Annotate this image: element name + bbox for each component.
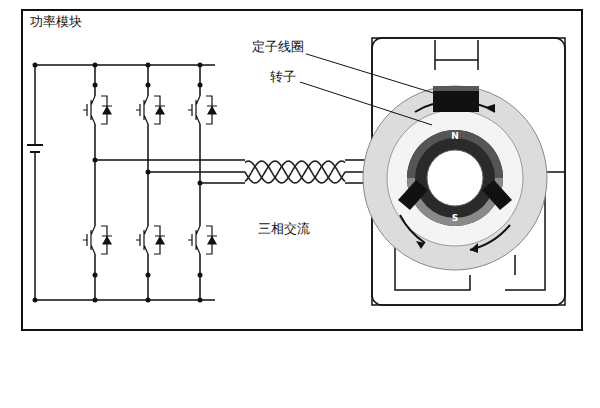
igbt-symbol [136, 96, 166, 124]
junction-dot [146, 83, 151, 88]
signal-label: 三相交流 [258, 222, 310, 236]
part-label: 定子线圈 [250, 40, 306, 54]
junction-dot [198, 181, 203, 186]
igbt-symbol [83, 226, 113, 254]
junction-dot [146, 298, 151, 303]
igbt-symbol [83, 96, 113, 124]
twisted-cable [245, 161, 345, 183]
motor-wiring [345, 38, 565, 305]
junction-dot [146, 170, 151, 175]
rotor-shaft-bore [427, 150, 483, 206]
part-label: 转子 [268, 70, 298, 84]
leader-line [300, 52, 440, 125]
igbt-symbol [188, 96, 218, 124]
inverter-wiring [27, 65, 245, 300]
junction-dot [146, 63, 151, 68]
pole-label: N [451, 132, 459, 142]
junction-dot [146, 273, 151, 278]
junction-dot [93, 63, 98, 68]
junction-dot [33, 63, 38, 68]
rotor-outer [407, 130, 503, 226]
pole-label: S [452, 214, 458, 224]
igbt-symbol [188, 226, 218, 254]
junction-dot [93, 83, 98, 88]
junction-dot [198, 273, 203, 278]
module-label: 功率模块 [30, 15, 82, 29]
igbt-symbol [136, 226, 166, 254]
junction-dot [93, 298, 98, 303]
arrowhead [416, 104, 495, 253]
stator-coil [398, 180, 428, 210]
junction-dot [198, 63, 203, 68]
stator-coil [482, 180, 512, 210]
cable-strand [245, 161, 345, 183]
junction-dots [33, 63, 203, 303]
cable-strand [245, 161, 345, 183]
junction-dot [33, 298, 38, 303]
stator-ring [363, 86, 547, 270]
junction-dot [93, 158, 98, 163]
junction-dot [93, 273, 98, 278]
junction-dot [198, 298, 203, 303]
junction-dot [198, 83, 203, 88]
igbt-module [83, 96, 218, 254]
cable-strand [245, 161, 345, 183]
rotation-arrow [400, 215, 510, 250]
stator-coil [433, 86, 479, 112]
coil-highlight [433, 86, 479, 91]
outer-frame [22, 10, 582, 330]
